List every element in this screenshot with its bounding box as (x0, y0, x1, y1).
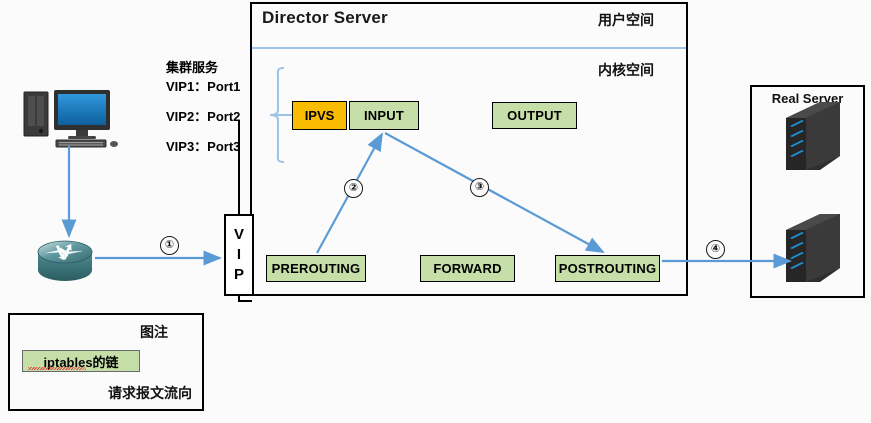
cluster-service-title: 集群服务 (166, 60, 219, 75)
legend-flow-label: 请求报文流向 (108, 385, 192, 401)
step-marker-1: ① (160, 236, 179, 255)
client-pc-icon (23, 90, 118, 148)
user-space-label: 用户空间 (598, 12, 654, 28)
cluster-service-entry: VIP1：Port1 (166, 79, 241, 94)
vip-connector-foot (238, 300, 252, 302)
step-marker-4: ④ (706, 240, 725, 259)
director-server-title: Director Server (262, 8, 388, 27)
vip-letter: P (233, 265, 244, 283)
prerouting-chain-box[interactable]: PREROUTING (266, 255, 366, 282)
legend-title: 图注 (140, 324, 168, 340)
forward-chain-box[interactable]: FORWARD (420, 255, 515, 282)
output-chain-box[interactable]: OUTPUT (492, 102, 577, 129)
vip-box[interactable]: V I P (224, 214, 254, 296)
cluster-service-list: VIP1：Port1 VIP2：Port2 VIP3：Port3 (166, 76, 286, 166)
step-marker-2: ② (344, 179, 363, 198)
postrouting-chain-box[interactable]: POSTROUTING (555, 255, 660, 282)
step-marker-3: ③ (470, 178, 489, 197)
spellcheck-squiggle-icon (28, 367, 86, 370)
kernel-space-label: 内核空间 (598, 62, 654, 78)
ipvs-box[interactable]: IPVS (292, 101, 347, 130)
vip-connector-line-bottom (238, 296, 240, 302)
router-icon (37, 240, 93, 281)
vip-connector-line (238, 120, 240, 215)
server-rack-icon (786, 102, 840, 170)
cluster-service-entry: VIP3：Port3 (166, 139, 241, 154)
user-kernel-divider (252, 47, 686, 49)
server-rack-icon (786, 214, 840, 282)
vip-letter: I (236, 246, 242, 264)
legend-chain-swatch: iptables的链 (22, 350, 140, 372)
legend-chain-label: iptables的链 (43, 354, 119, 370)
input-chain-box[interactable]: INPUT (349, 101, 419, 130)
vip-letter: V (233, 226, 244, 244)
cluster-service-brace-icon (269, 67, 292, 163)
cluster-service-entry: VIP2：Port2 (166, 109, 241, 124)
